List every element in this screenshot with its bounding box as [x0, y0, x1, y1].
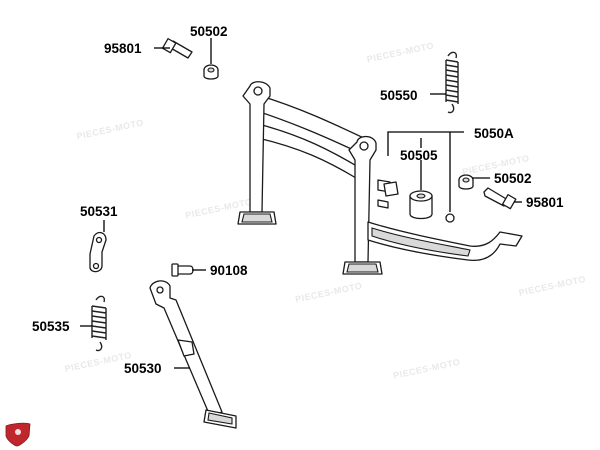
- bracket-50531: [89, 231, 107, 273]
- leader-5050A: [387, 131, 464, 156]
- bolt-95801-right: [483, 187, 517, 210]
- spring-50550: [445, 51, 459, 114]
- spring-50535: [91, 295, 107, 352]
- main-stand-left-foot-pad: [241, 213, 273, 223]
- label-50535: 50535: [32, 319, 70, 334]
- leader-lines: [80, 38, 522, 369]
- label-95801-top: 95801: [104, 41, 142, 56]
- collar-50502-right: [458, 174, 474, 190]
- main-stand: [237, 81, 523, 275]
- watermark-text-2: PIECES-MOTO: [366, 40, 435, 64]
- shield-logo-icon: [5, 422, 31, 447]
- label-50502-right: 50502: [494, 171, 532, 186]
- label-50531: 50531: [80, 204, 118, 219]
- collar-50502-top: [203, 64, 219, 80]
- main-stand-right-pivot: [359, 141, 369, 151]
- watermark-text-8: PIECES-MOTO: [518, 274, 587, 298]
- label-50530: 50530: [124, 361, 162, 376]
- main-stand-right-foot-pad: [346, 263, 379, 273]
- main-stand-left-pivot: [253, 86, 263, 96]
- pin-5050A: [383, 181, 455, 223]
- main-stand-pedal-arm: [367, 221, 523, 262]
- main-stand-left-leg: [242, 81, 271, 213]
- side-stand-50530: [149, 280, 237, 429]
- label-50505: 50505: [400, 148, 438, 163]
- main-stand-pedal-shade: [371, 227, 471, 257]
- watermark-text-5: PIECES-MOTO: [294, 280, 363, 304]
- label-50502-top: 50502: [190, 24, 228, 39]
- label-90108: 90108: [210, 263, 248, 278]
- label-95801-right: 95801: [526, 195, 564, 210]
- watermark-text-7: PIECES-MOTO: [392, 357, 461, 381]
- watermark-text-1: PIECES-MOTO: [76, 117, 145, 141]
- main-stand-right-leg: [348, 135, 377, 263]
- bolt-95801-top: [161, 38, 193, 59]
- label-5050A: 5050A: [474, 126, 514, 141]
- bolt-90108: [171, 263, 194, 277]
- rubber-50505: [409, 190, 433, 220]
- watermark-text-6: PIECES-MOTO: [64, 350, 133, 374]
- label-50550: 50550: [380, 88, 418, 103]
- main-stand-hook-boss-lower: [377, 199, 389, 209]
